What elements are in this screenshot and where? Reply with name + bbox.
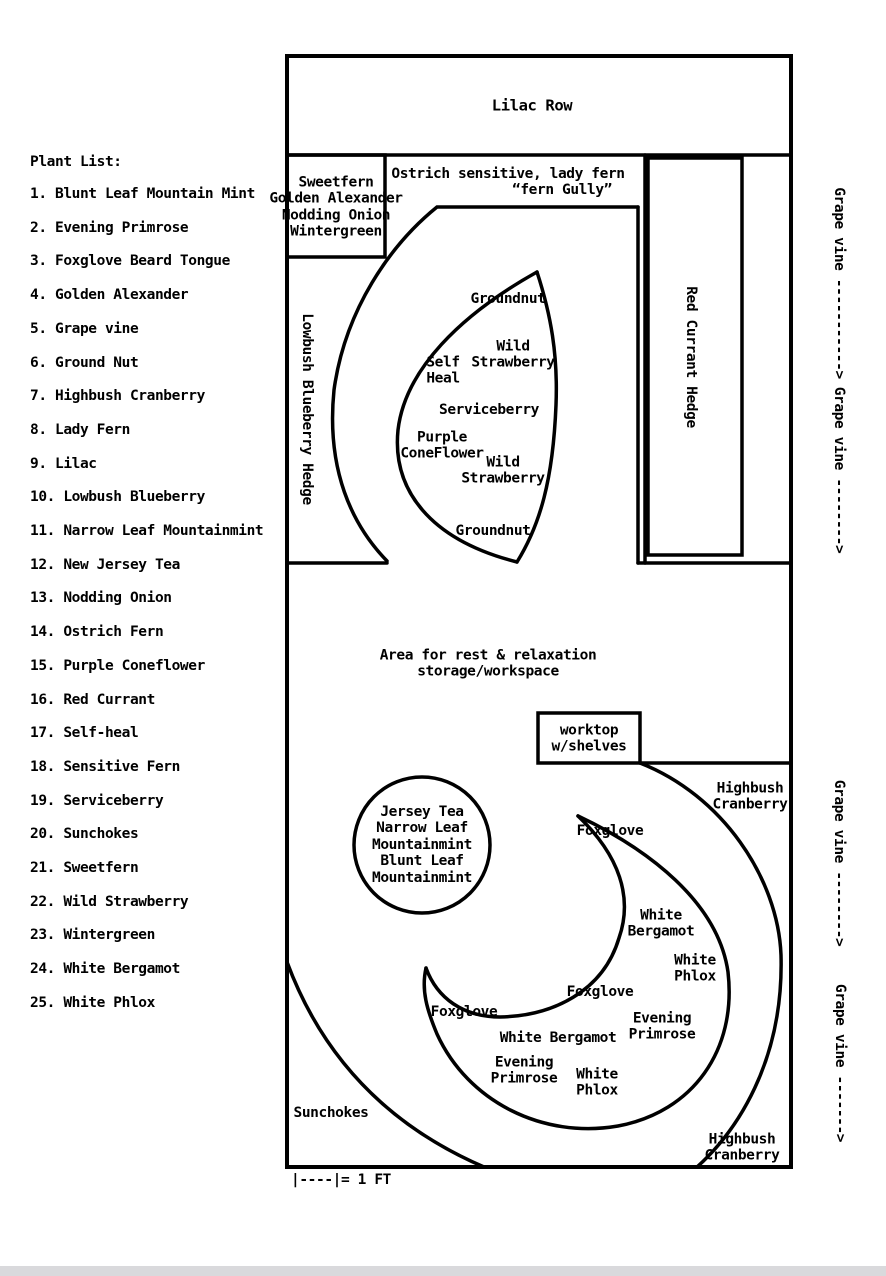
- white-bergamot-right-label: White Bergamot: [627, 907, 695, 940]
- grape-vine-label-1: Grape vine ----------->: [831, 187, 848, 379]
- plant-list-item: 21. Sweetfern: [30, 860, 139, 877]
- red-currant-hedge-box: [646, 156, 744, 557]
- plant-list-item: 3. Foxglove Beard Tongue: [30, 253, 230, 270]
- plant-list-item: 7. Highbush Cranberry: [30, 388, 205, 405]
- evening-primrose-right-label: Evening Primrose: [628, 1010, 696, 1043]
- groundnut-top-label: Groundnut: [470, 290, 546, 307]
- scale-note: |----|= 1 FT: [291, 1171, 391, 1188]
- evening-primrose-left-label: Evening Primrose: [490, 1054, 558, 1087]
- purple-coneflower-label: Purple ConeFlower: [400, 429, 484, 462]
- crescent-inner-arc: [424, 814, 627, 1019]
- plant-list-item: 1. Blunt Leaf Mountain Mint: [30, 186, 255, 202]
- plant-list-item: 12. New Jersey Tea: [30, 556, 180, 573]
- crescent-outer-arc: [422, 814, 731, 1131]
- plant-list-item: 10. Lowbush Blueberry: [30, 489, 205, 506]
- plant-list-item: 25. White Phlox: [30, 994, 155, 1011]
- plant-list-item: 22. Wild Strawberry: [30, 893, 189, 910]
- fern-gully-edge-and-left-arc: [330, 205, 640, 563]
- grape-vine-label-3: Grape vine -------->: [831, 779, 848, 947]
- worktop-label: worktop w/shelves: [551, 722, 627, 755]
- plant-list-item: 13. Nodding Onion: [30, 590, 172, 607]
- plant-list-item: 4. Golden Alexander: [30, 287, 189, 304]
- bottom-left-corner-arc: [285, 960, 486, 1169]
- plant-list: Plant List: 1. Blunt Leaf Mountain Mint …: [30, 146, 290, 1021]
- highbush-cranberry-bottom-label: Highbush Cranberry: [704, 1131, 780, 1164]
- white-phlox-bottom-label: White Phlox: [576, 1066, 618, 1099]
- fern-gully-label-line1: Ostrich sensitive, lady fern: [391, 165, 625, 182]
- top-left-bed-label: Sweetfern Golden Alexander Nodding Onion…: [269, 174, 403, 240]
- fern-gully-label-line2: “fern Gully”: [512, 181, 612, 198]
- wild-strawberry-bottom-label: Wild Strawberry: [461, 454, 545, 487]
- plant-list-item: 20. Sunchokes: [30, 826, 139, 843]
- grape-vine-label-4: Grape vine ------->: [832, 983, 849, 1143]
- wild-strawberry-top-label: Wild Strawberry: [471, 338, 555, 371]
- spiral-outer-right-arc: [638, 761, 783, 1169]
- plant-list-item: 6. Ground Nut: [30, 354, 139, 371]
- lilac-row-label: Lilac Row: [491, 96, 573, 115]
- plant-list-item: 2. Evening Primrose: [30, 219, 189, 236]
- bottom-edge-strip: [0, 1266, 886, 1276]
- plant-list-title: Plant List:: [30, 154, 122, 170]
- lens-bed-right-arc: [515, 270, 559, 564]
- serviceberry-label: Serviceberry: [439, 401, 539, 418]
- lowbush-blueberry-hedge-label: Lowbush Blueberry Hedge: [299, 313, 316, 505]
- lens-bed-left-arc: [395, 270, 539, 564]
- foxglove-left-label: Foxglove: [430, 1003, 498, 1020]
- plant-list-item: 9. Lilac: [30, 455, 97, 472]
- plant-list-item: 23. Wintergreen: [30, 927, 155, 944]
- plant-list-item: 17. Self-heal: [30, 725, 139, 742]
- grape-vine-label-2: Grape vine -------->: [831, 386, 848, 554]
- herb-circle-bed: [352, 775, 492, 915]
- plant-list-item: 18. Sensitive Fern: [30, 758, 180, 775]
- rest-area-label: Area for rest & relaxation storage/works…: [379, 647, 597, 680]
- plant-list-item: 19. Serviceberry: [30, 792, 164, 809]
- highbush-cranberry-top-label: Highbush Cranberry: [712, 780, 788, 813]
- red-currant-hedge-label: Red Currant Hedge: [683, 286, 700, 428]
- plant-list-item: 11. Narrow Leaf Mountainmint: [30, 523, 264, 540]
- plant-list-item: 15. Purple Coneflower: [30, 657, 205, 674]
- sunchokes-label: Sunchokes: [293, 1104, 369, 1121]
- foxglove-mid-label: Foxglove: [566, 983, 634, 1000]
- plant-list-item: 24. White Bergamot: [30, 961, 180, 978]
- self-heal-label: Self Heal: [426, 354, 460, 387]
- worktop-box: [536, 711, 642, 765]
- plant-list-item: 5. Grape vine: [30, 320, 139, 337]
- foxglove-top-label: Foxglove: [576, 822, 644, 839]
- plant-list-item: 8. Lady Fern: [30, 421, 130, 438]
- white-phlox-right-label: White Phlox: [674, 952, 716, 985]
- herb-circle-label: Jersey Tea Narrow Leaf Mountainmint Blun…: [372, 804, 472, 886]
- white-bergamot-bottom-label: White Bergamot: [499, 1029, 617, 1046]
- groundnut-bottom-label: Groundnut: [455, 522, 531, 539]
- plant-list-item: 14. Ostrich Fern: [30, 624, 164, 641]
- sweetfern-bed-box: [285, 153, 387, 259]
- outer-border: [285, 54, 793, 1169]
- plant-list-item: 16. Red Currant: [30, 691, 155, 708]
